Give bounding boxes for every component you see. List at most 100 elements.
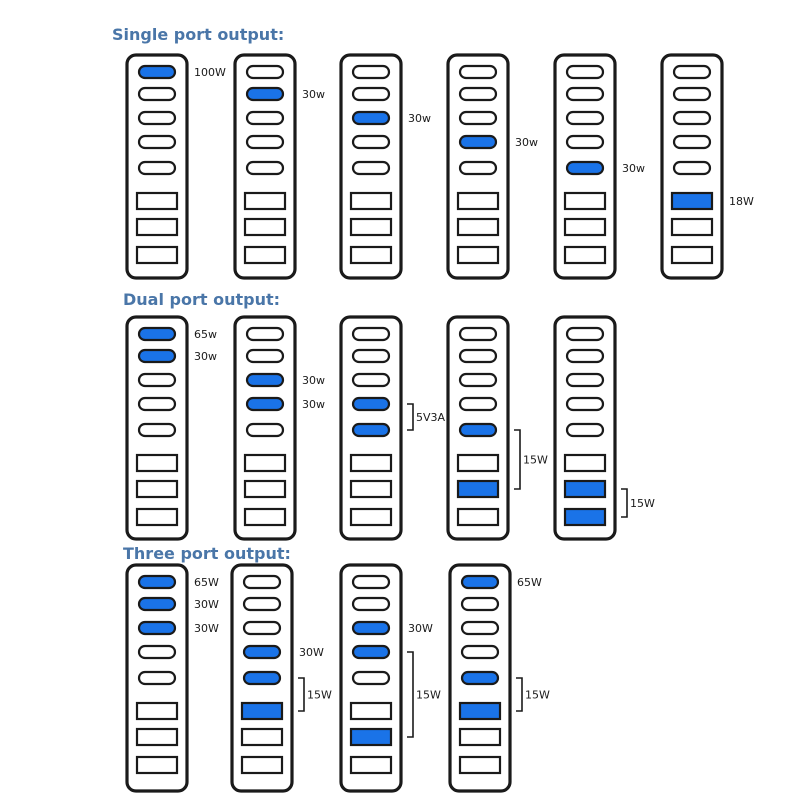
usb-c-port bbox=[565, 326, 605, 342]
bracket-line bbox=[514, 429, 521, 490]
usb-c-port bbox=[351, 348, 391, 364]
usb-a-port bbox=[135, 453, 179, 473]
usb-c-port bbox=[245, 422, 285, 438]
section-title: Single port output: bbox=[112, 25, 284, 44]
usb-a-port bbox=[135, 727, 179, 747]
usb-c-port-active bbox=[242, 644, 282, 660]
hub-diagram: 15W bbox=[446, 315, 548, 541]
usb-c-port-active bbox=[565, 160, 605, 176]
usb-a-port bbox=[349, 507, 393, 527]
usb-c-port bbox=[672, 110, 712, 126]
usb-c-port-active bbox=[242, 670, 282, 686]
usb-c-port bbox=[351, 160, 391, 176]
usb-a-port bbox=[135, 755, 179, 775]
usb-c-port-active bbox=[458, 134, 498, 150]
usb-c-port bbox=[458, 372, 498, 388]
bracket-label: 15W bbox=[525, 689, 550, 702]
hub-diagram: 100W bbox=[125, 53, 226, 280]
usb-c-port bbox=[458, 326, 498, 342]
bracket-line bbox=[407, 651, 414, 738]
hub-diagram: 30w bbox=[233, 53, 325, 280]
usb-c-port-active bbox=[351, 110, 391, 126]
usb-c-port bbox=[565, 422, 605, 438]
usb-a-port bbox=[243, 479, 287, 499]
usb-c-port-active bbox=[245, 372, 285, 388]
hub-diagram: 30w bbox=[553, 53, 645, 280]
usb-a-port bbox=[135, 701, 179, 721]
usb-c-port bbox=[245, 64, 285, 80]
usb-c-port bbox=[242, 574, 282, 590]
section-title: Dual port output: bbox=[123, 290, 280, 309]
usb-c-port bbox=[565, 348, 605, 364]
power-label: 65W bbox=[194, 576, 219, 589]
bracket-label: 15W bbox=[630, 497, 655, 510]
usb-c-port bbox=[565, 86, 605, 102]
usb-a-port bbox=[135, 191, 179, 211]
usb-a-port bbox=[456, 245, 500, 265]
bracket-line bbox=[298, 677, 305, 712]
usb-c-port bbox=[460, 644, 500, 660]
usb-a-port bbox=[240, 727, 284, 747]
usb-c-port bbox=[137, 644, 177, 660]
usb-a-port bbox=[563, 217, 607, 237]
usb-c-port bbox=[137, 86, 177, 102]
usb-c-port-active bbox=[137, 596, 177, 612]
power-label: 30W bbox=[408, 622, 433, 635]
usb-c-port bbox=[245, 110, 285, 126]
usb-c-port bbox=[565, 134, 605, 150]
hub-diagram: 18W bbox=[660, 53, 754, 280]
usb-c-port-active bbox=[245, 396, 285, 412]
usb-c-port bbox=[565, 64, 605, 80]
usb-c-port bbox=[245, 134, 285, 150]
usb-c-port bbox=[458, 160, 498, 176]
bracket-label: 15W bbox=[307, 689, 332, 702]
power-label: 100W bbox=[194, 66, 226, 79]
usb-a-port bbox=[563, 245, 607, 265]
usb-c-port-active bbox=[137, 348, 177, 364]
hub-diagram: 30w 30w bbox=[233, 315, 325, 541]
power-label: 30w bbox=[194, 350, 217, 363]
usb-c-port bbox=[672, 86, 712, 102]
power-label: 30W bbox=[194, 622, 219, 635]
usb-c-port-active bbox=[351, 620, 391, 636]
usb-c-port bbox=[242, 620, 282, 636]
usb-c-port-active bbox=[458, 422, 498, 438]
usb-c-port-active bbox=[351, 644, 391, 660]
usb-c-port-active bbox=[460, 670, 500, 686]
usb-c-port bbox=[458, 86, 498, 102]
usb-c-port bbox=[565, 396, 605, 412]
power-label: 30w bbox=[408, 112, 431, 125]
usb-a-port-active bbox=[456, 479, 500, 499]
usb-a-port bbox=[349, 191, 393, 211]
usb-a-port-active bbox=[563, 507, 607, 527]
usb-c-port-active bbox=[245, 86, 285, 102]
usb-a-port bbox=[243, 217, 287, 237]
usb-a-port bbox=[670, 245, 714, 265]
power-label: 30w bbox=[302, 374, 325, 387]
usb-a-port bbox=[563, 453, 607, 473]
bracket-label: 15W bbox=[523, 454, 548, 467]
usb-a-port bbox=[243, 191, 287, 211]
usb-a-port bbox=[349, 453, 393, 473]
hub-diagram: 15W bbox=[553, 315, 655, 541]
usb-a-port bbox=[243, 453, 287, 473]
bracket-label: 5V3A bbox=[416, 411, 446, 424]
power-label: 30W bbox=[194, 598, 219, 611]
power-label: 30w bbox=[302, 88, 325, 101]
usb-c-port bbox=[137, 396, 177, 412]
usb-a-port bbox=[563, 191, 607, 211]
usb-a-port-active bbox=[240, 701, 284, 721]
usb-a-port bbox=[456, 453, 500, 473]
usb-c-port bbox=[245, 160, 285, 176]
usb-c-port bbox=[458, 110, 498, 126]
usb-a-port-active bbox=[458, 701, 502, 721]
power-label: 30w bbox=[302, 398, 325, 411]
usb-c-port bbox=[137, 372, 177, 388]
power-label: 30w bbox=[515, 136, 538, 149]
usb-c-port bbox=[351, 596, 391, 612]
hub-diagram: 5V3A bbox=[339, 315, 446, 541]
usb-c-port bbox=[672, 134, 712, 150]
usb-c-port bbox=[672, 160, 712, 176]
